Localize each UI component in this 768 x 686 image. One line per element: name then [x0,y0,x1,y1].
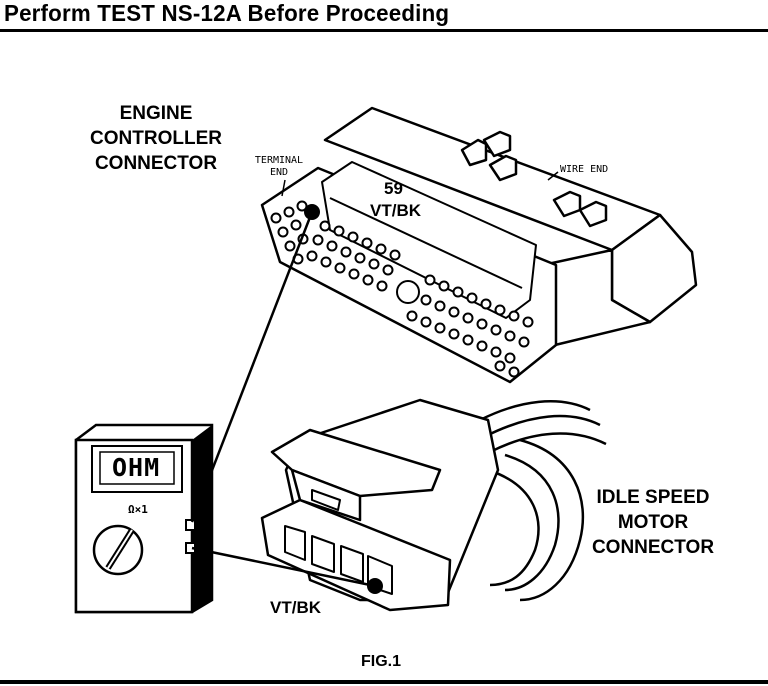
meter-range-label: Ω×1 [128,503,148,516]
terminal-end-label-line-1: TERMINAL [254,155,304,166]
meter-display: OHM [112,453,161,482]
test-lead-to-pin-59 [190,211,314,523]
wire-end-leader [547,171,559,181]
idle-speed-label-line-2: MOTOR [617,512,689,533]
idle-wire-color-label: VT/BK [270,598,321,617]
pin-wire-color-label: VT/BK [370,201,421,220]
engine-controller-label-line-3: CONNECTOR [94,153,218,174]
wire-end-label: WIRE END [560,164,609,175]
pin-number-label: 59 [384,179,403,198]
idle-speed-motor-label: IDLE SPEED MOTOR CONNECTOR [578,485,728,560]
figure-label: FIG.1 [361,653,402,670]
engine-controller-label-line-1: ENGINE [119,103,193,124]
bottom-divider [0,680,768,684]
test-lead-to-idle-motor [191,546,376,588]
terminal-end-label-line-2: END [269,167,289,178]
idle-speed-label-line-3: CONNECTOR [591,537,715,558]
terminal-end-label: TERMINAL END [244,155,314,179]
engine-controller-label-line-2: CONTROLLER [90,128,222,149]
idle-speed-motor-connector-drawing [260,398,607,612]
engine-controller-label: ENGINE CONTROLLER CONNECTOR [76,101,236,176]
terminal-pins [270,200,534,378]
page-title: Perform TEST NS-12A Before Proceeding [4,0,450,26]
terminal-end-leader [281,179,286,197]
idle-speed-label-line-1: IDLE SPEED [596,487,710,508]
ohmmeter-drawing [74,423,214,614]
top-divider [0,29,768,32]
